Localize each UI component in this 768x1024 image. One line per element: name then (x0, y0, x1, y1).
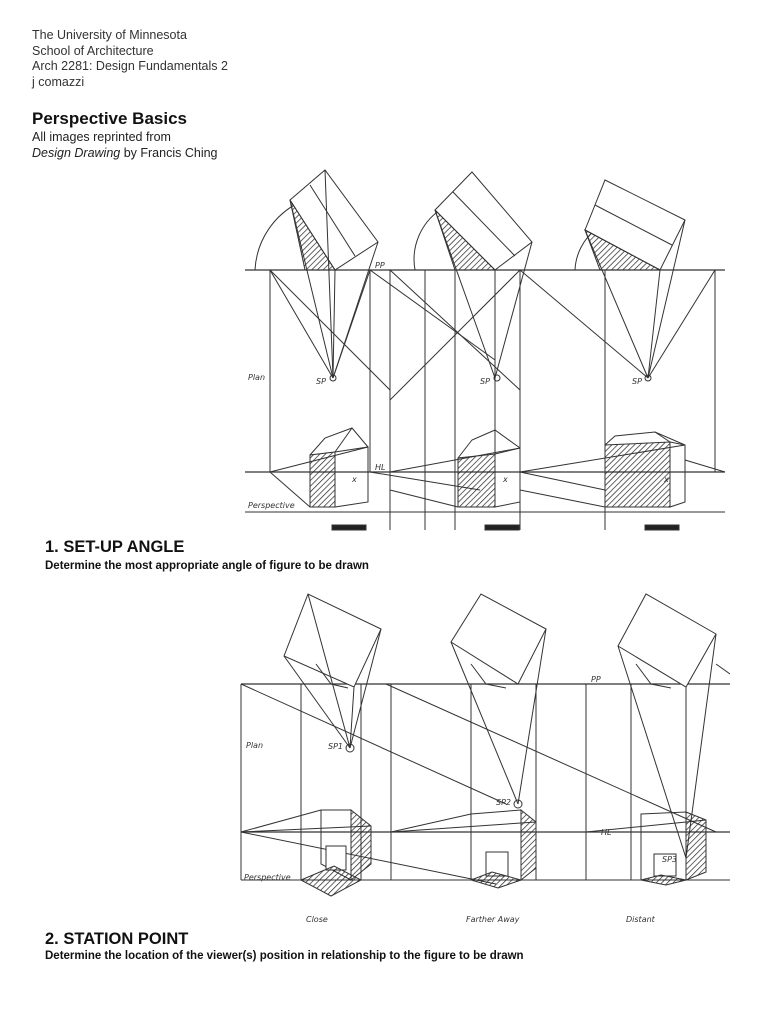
x-mark-1: x (351, 475, 357, 484)
x-mark-3: x (663, 475, 669, 484)
course-header: The University of Minnesota School of Ar… (32, 28, 228, 90)
perspective-label: Perspective (248, 501, 295, 510)
sp-label-2: SP (480, 377, 490, 386)
perspective-box-1 (269, 427, 481, 508)
sp-label-close: SP1 (328, 742, 343, 751)
station-point-drawing: Plan Perspective PP HL SP1 SP2 SP3 Close… (240, 593, 730, 924)
perspective-box-2 (389, 429, 606, 508)
setup-angle-drawing: Plan Perspective PP HL SP SP SP x x x (245, 169, 726, 531)
header-line-course: Arch 2281: Design Fundamentals 2 (32, 59, 228, 73)
x-mark-2: x (502, 475, 508, 484)
sp-label-3: SP (632, 377, 642, 386)
figure-setup-angle: Plan Perspective PP HL SP SP SP x x x (240, 160, 730, 540)
perspective-label-2: Perspective (244, 873, 291, 882)
caption-close: Close (306, 915, 328, 924)
hl-label: HL (375, 463, 385, 472)
book-author: by Francis Ching (120, 145, 218, 160)
header-line-school: School of Architecture (32, 43, 154, 58)
sp-label-farther: SP2 (496, 798, 511, 807)
plan-box-2 (389, 171, 533, 401)
caption-farther: Farther Away (466, 915, 520, 924)
perspective-box-3 (519, 431, 726, 508)
caption-distant: Distant (626, 915, 656, 924)
plan-box-1 (269, 169, 496, 391)
section-title-setup-angle: 1. SET-UP ANGLE (45, 538, 185, 556)
credit-note: All images reprinted from Design Drawing… (32, 130, 218, 161)
section-title-station-point: 2. STATION POINT (45, 930, 189, 948)
sp-label-distant: SP3 (662, 855, 677, 864)
credit-line: All images reprinted from (32, 130, 171, 144)
book-title: Design Drawing (32, 145, 121, 160)
page-title: Perspective Basics (32, 109, 187, 128)
plan-box-3 (519, 179, 716, 379)
hl-label-2: HL (601, 828, 611, 837)
plan-label-2: Plan (246, 741, 263, 750)
pp-label-2: PP (591, 675, 601, 684)
credit-source: Design Drawing by Francis Ching (32, 146, 218, 162)
figure-station-point: Plan Perspective PP HL SP1 SP2 SP3 Close… (236, 584, 730, 930)
sp-label-1: SP (316, 377, 326, 386)
pp-label: PP (375, 261, 385, 270)
section-desc-station-point: Determine the location of the viewer(s) … (45, 950, 524, 962)
section-desc-setup-angle: Determine the most appropriate angle of … (45, 560, 369, 572)
header-line-author: j comazzi (32, 74, 85, 89)
header-line-university: The University of Minnesota (32, 28, 187, 42)
plan-label: Plan (248, 373, 265, 382)
